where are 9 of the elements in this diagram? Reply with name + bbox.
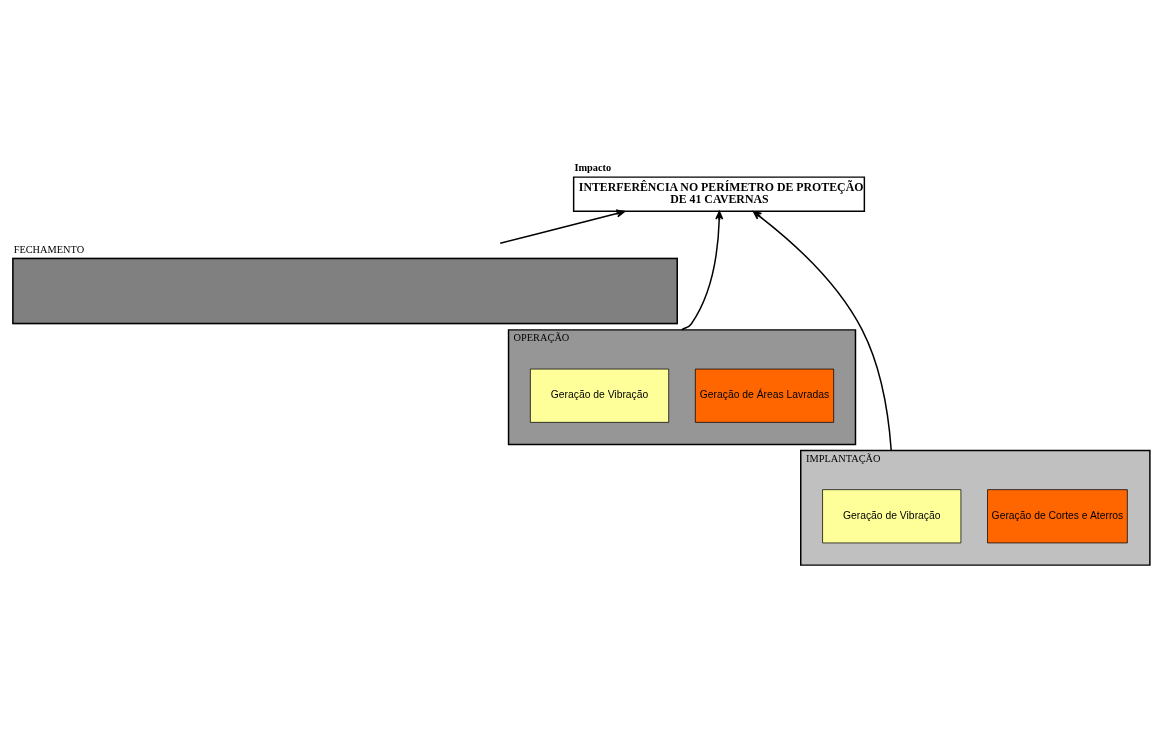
arrow bbox=[680, 210, 724, 331]
node-label: FECHAMENTO bbox=[13, 244, 85, 256]
node-box: Geração de Vibração bbox=[530, 368, 670, 423]
node-box: Geração de Vibração bbox=[822, 489, 962, 544]
arrow bbox=[499, 209, 625, 244]
arrow bbox=[752, 210, 892, 452]
node-box: Geração de Cortes e Aterros bbox=[987, 489, 1128, 544]
node-label: Impacto bbox=[574, 162, 612, 174]
node-box: Geração de Áreas Lavradas bbox=[694, 368, 835, 423]
